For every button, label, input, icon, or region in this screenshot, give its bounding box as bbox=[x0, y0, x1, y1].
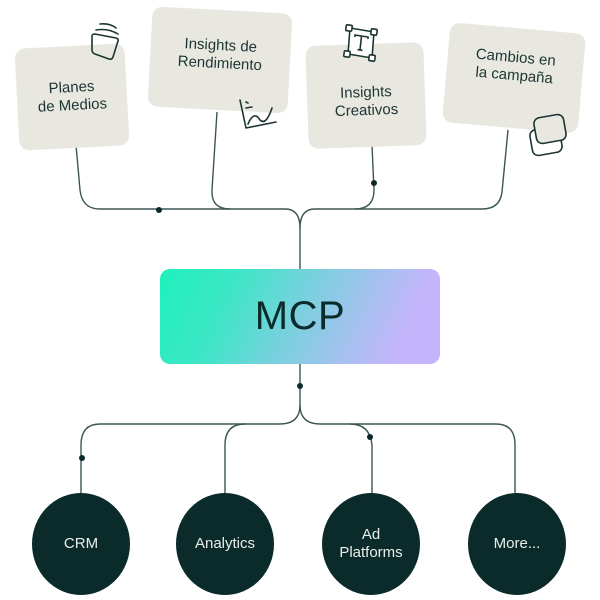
card-label-line: de Medios bbox=[37, 95, 108, 116]
node-label: Platforms bbox=[339, 544, 403, 561]
layers-icon bbox=[529, 113, 567, 157]
wire-planes bbox=[75, 144, 301, 229]
node-label: Analytics bbox=[194, 535, 256, 552]
wire-adplatforms bbox=[349, 423, 373, 494]
node-label: Ad bbox=[361, 526, 381, 543]
card-label-line: Rendimiento bbox=[177, 52, 263, 75]
junction-dot bbox=[367, 434, 373, 440]
mcp-hub: MCP bbox=[160, 269, 440, 364]
mcp-label: MCP bbox=[254, 294, 346, 338]
junction-dot bbox=[371, 180, 377, 186]
node-ad-platforms: Ad Platforms bbox=[322, 493, 420, 595]
node-label: More... bbox=[493, 535, 541, 552]
card-label-line: Insights bbox=[339, 82, 393, 102]
node-label: CRM bbox=[63, 535, 99, 552]
wire-creativos bbox=[299, 144, 375, 229]
node-analytics: Analytics bbox=[176, 493, 274, 595]
node-more: More... bbox=[468, 493, 566, 595]
wire-right-branch bbox=[299, 404, 516, 494]
junction-dot bbox=[79, 455, 85, 461]
card-label-line: Creativos bbox=[334, 100, 399, 120]
text-box-icon bbox=[342, 24, 379, 63]
line-chart-icon bbox=[239, 99, 277, 129]
wire-analytics bbox=[224, 423, 246, 494]
wire-cambios bbox=[355, 129, 509, 210]
stacked-folder-icon bbox=[91, 23, 120, 61]
wire-rendimiento bbox=[211, 111, 231, 210]
junction-dot bbox=[156, 207, 162, 213]
junction-dot bbox=[297, 383, 303, 389]
node-crm: CRM bbox=[32, 493, 130, 595]
wire-mcp-bottom bbox=[80, 364, 301, 494]
